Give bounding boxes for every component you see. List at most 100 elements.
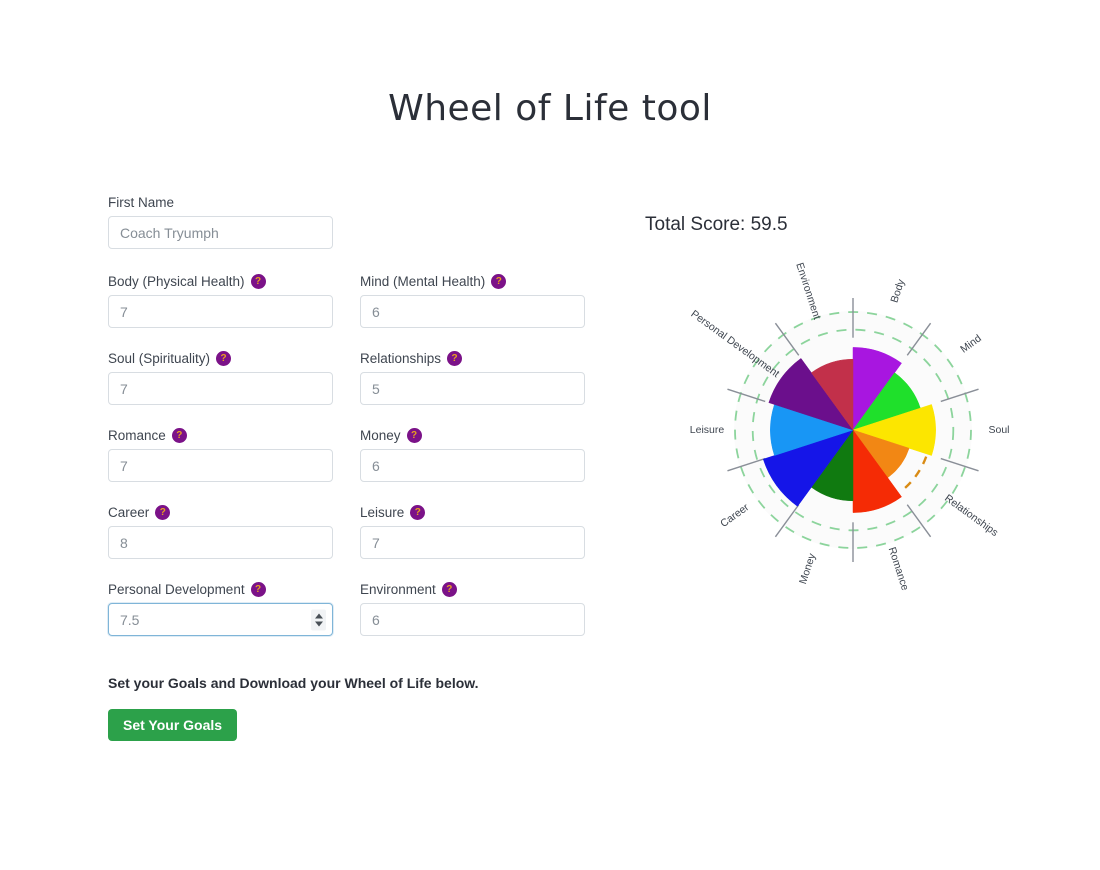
wheel-sector-body[interactable]	[852, 347, 902, 431]
help-icon-personal-development[interactable]: ?	[250, 582, 266, 597]
value-environment: 6	[372, 611, 380, 628]
wheel-label-romance: Romance	[886, 546, 911, 593]
score-field-row: Body (Physical Health)? 7 Mind (Mental Hea…	[108, 273, 588, 328]
label-leisure: Leisure?	[360, 504, 585, 521]
first-name-value: Coach Tryumph	[120, 224, 219, 241]
label-text-relationships: Relationships	[360, 351, 442, 366]
first-name-label: First Name	[108, 194, 588, 211]
wheel-label-career: Career	[718, 501, 751, 530]
help-icon-body[interactable]: ?	[250, 274, 266, 289]
stepper-up-icon[interactable]	[314, 613, 323, 618]
spoke-romance	[906, 504, 932, 538]
wheel-label-environment: Environment	[793, 261, 823, 321]
value-money: 6	[372, 457, 380, 474]
value-leisure: 7	[372, 534, 380, 551]
value-mind: 6	[372, 303, 380, 320]
help-icon-career[interactable]: ?	[155, 505, 171, 520]
first-name-row: First Name Coach Tryumph	[108, 194, 588, 249]
input-body[interactable]: 7	[108, 295, 333, 328]
label-text-mind: Mind (Mental Health)	[360, 274, 486, 289]
label-romance: Romance?	[108, 427, 333, 444]
spoke-personal-development	[727, 388, 766, 403]
wheel-sector-environment[interactable]	[811, 358, 854, 431]
label-text-body: Body (Physical Health)	[108, 274, 245, 289]
label-text-romance: Romance	[108, 428, 166, 443]
label-soul: Soul (Spirituality)?	[108, 350, 333, 367]
score-field-relationships: Relationships? 5	[360, 350, 585, 405]
input-environment[interactable]: 6	[360, 603, 585, 636]
spoke-relationships	[940, 457, 979, 472]
help-icon-leisure[interactable]: ?	[410, 505, 426, 520]
spoke-mind	[906, 322, 932, 356]
input-relationships[interactable]: 5	[360, 372, 585, 405]
help-icon-soul[interactable]: ?	[216, 351, 232, 366]
label-text-leisure: Leisure	[360, 505, 405, 520]
wheel-label-money: Money	[797, 551, 818, 585]
spoke-leisure	[727, 457, 766, 472]
wheel-sector-romance[interactable]	[852, 429, 902, 513]
score-field-career: Career? 8	[108, 504, 333, 559]
input-career[interactable]: 8	[108, 526, 333, 559]
input-soul[interactable]: 7	[108, 372, 333, 405]
label-text-money: Money	[360, 428, 401, 443]
label-environment: Environment?	[360, 581, 585, 598]
spoke-soul	[940, 388, 979, 403]
score-field-row: Romance? 7 Money? 6	[108, 427, 588, 482]
score-field-row: Personal Development? 7.5 Environment? 6	[108, 581, 588, 636]
help-icon-money[interactable]: ?	[406, 428, 422, 443]
score-field-mind: Mind (Mental Health)? 6	[360, 273, 585, 328]
help-icon-romance[interactable]: ?	[171, 428, 187, 443]
help-icon-mind[interactable]: ?	[491, 274, 507, 289]
goal-note: Set your Goals and Download your Wheel o…	[108, 675, 479, 691]
wheel-label-body: Body	[889, 277, 908, 304]
wheel-sector-soul[interactable]	[852, 404, 936, 456]
wheel-of-life-chart: BodyMindSoulRelationshipsRomanceMoneyCar…	[689, 261, 1010, 593]
page-title: Wheel of Life tool	[388, 88, 712, 129]
goal-marker-arc	[900, 456, 928, 493]
number-stepper-personal-development[interactable]	[311, 609, 326, 630]
label-text-soul: Soul (Spirituality)	[108, 351, 211, 366]
value-personal-development: 7.5	[120, 611, 140, 628]
score-fields-grid: Body (Physical Health)? 7 Mind (Mental Hea…	[108, 273, 588, 636]
input-mind[interactable]: 6	[360, 295, 585, 328]
value-romance: 7	[120, 457, 128, 474]
score-field-personal-development: Personal Development? 7.5	[108, 581, 333, 636]
help-icon-environment[interactable]: ?	[441, 582, 457, 597]
input-romance[interactable]: 7	[108, 449, 333, 482]
first-name-input[interactable]: Coach Tryumph	[108, 216, 333, 249]
score-field-money: Money? 6	[360, 427, 585, 482]
label-career: Career?	[108, 504, 333, 521]
value-body: 7	[120, 303, 128, 320]
wheel-sector-career[interactable]	[762, 429, 854, 507]
value-relationships: 5	[372, 380, 380, 397]
input-money[interactable]: 6	[360, 449, 585, 482]
input-personal-development[interactable]: 7.5	[108, 603, 333, 636]
wheel-of-life-form: First Name Coach Tryumph Body (Physical …	[108, 194, 588, 658]
value-career: 8	[120, 534, 128, 551]
label-text-career: Career	[108, 505, 150, 520]
label-body: Body (Physical Health)?	[108, 273, 333, 290]
score-field-leisure: Leisure? 7	[360, 504, 585, 559]
label-mind: Mind (Mental Health)?	[360, 273, 585, 290]
label-text-personal-development: Personal Development	[108, 582, 245, 597]
wheel-sector-personal-development[interactable]	[768, 358, 854, 431]
label-text-environment: Environment	[360, 582, 436, 597]
total-score-label: Total Score: 59.5	[645, 214, 788, 235]
score-field-romance: Romance? 7	[108, 427, 333, 482]
label-personal-development: Personal Development?	[108, 581, 333, 598]
score-field-body: Body (Physical Health)? 7	[108, 273, 333, 328]
set-your-goals-button[interactable]: Set Your Goals	[108, 709, 238, 741]
input-leisure[interactable]: 7	[360, 526, 585, 559]
stepper-down-icon[interactable]	[314, 621, 323, 626]
label-money: Money?	[360, 427, 585, 444]
wheel-label-mind: Mind	[958, 332, 984, 355]
score-field-environment: Environment? 6	[360, 581, 585, 636]
label-relationships: Relationships?	[360, 350, 585, 367]
score-field-soul: Soul (Spirituality)? 7	[108, 350, 333, 405]
spoke-career	[774, 504, 800, 538]
score-field-row: Soul (Spirituality)? 7 Relationships? 5	[108, 350, 588, 405]
first-name-label-text: First Name	[108, 195, 175, 210]
wheel-label-leisure: Leisure	[690, 424, 725, 436]
help-icon-relationships[interactable]: ?	[447, 351, 463, 366]
